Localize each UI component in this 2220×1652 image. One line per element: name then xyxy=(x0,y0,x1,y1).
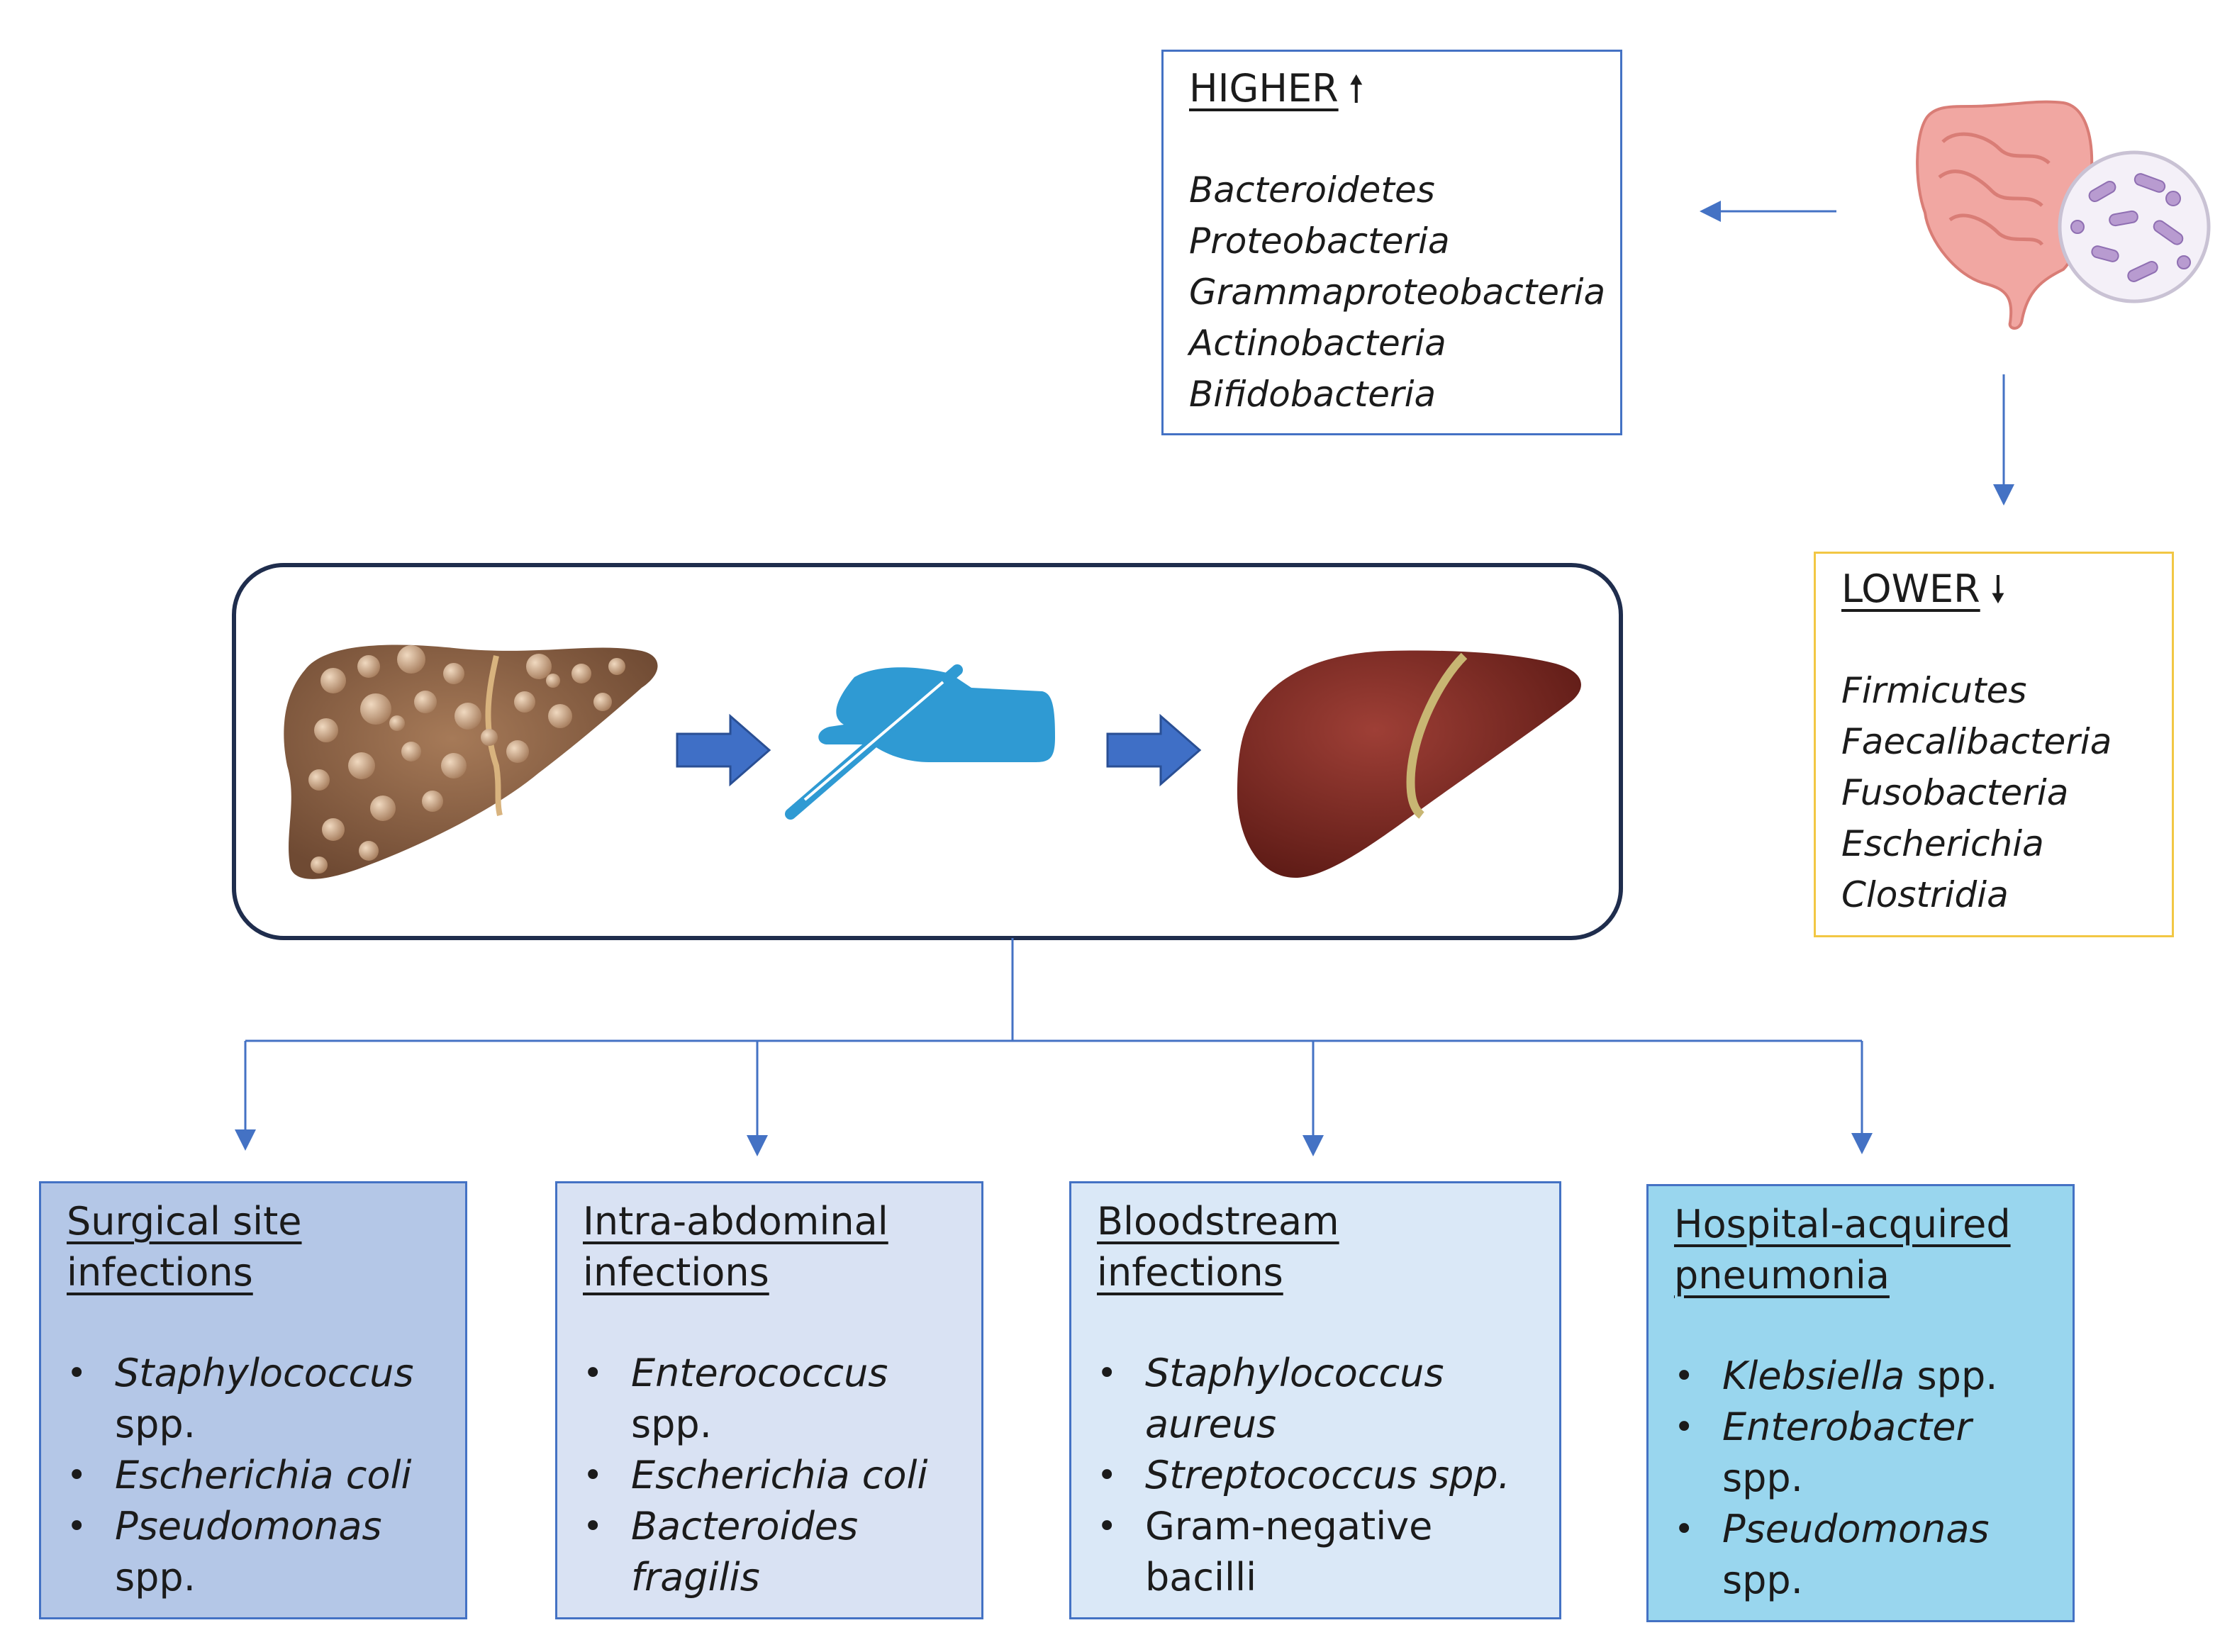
higher-heading: HIGHER🠕 xyxy=(1189,63,1620,115)
higher-taxon: Grammaproteobacteria xyxy=(1189,272,1606,313)
process-arrow-2 xyxy=(1106,713,1202,787)
gut-microbiome-icon xyxy=(1916,100,2211,330)
pathogen-item: Staphylococcus spp. xyxy=(67,1348,451,1450)
pathogen-item: Pseudomonas spp. xyxy=(1674,1504,2058,1606)
higher-taxon: Actinobacteria xyxy=(1189,323,1446,364)
pathogen-item: Pseudomonas spp. xyxy=(67,1501,451,1603)
higher-taxon: Proteobacteria xyxy=(1189,221,1450,262)
lower-taxa-list: Firmicutes Faecalibacteria Fusobacteria … xyxy=(1841,665,2172,920)
pathogen-item: Staphylococcus aureus xyxy=(1097,1348,1545,1450)
lower-taxon: Clostridia xyxy=(1841,874,2009,915)
higher-box: HIGHER🠕 Bacteroidetes Proteobacteria Gra… xyxy=(1161,50,1622,435)
pathogen-item: Enterobacter spp. xyxy=(1674,1402,2058,1504)
lower-taxon: Escherichia xyxy=(1841,823,2044,864)
pathogen-item: Escherichia coli xyxy=(67,1450,451,1501)
pathogen-item: Gram-negative bacilli xyxy=(1097,1501,1545,1603)
lower-box: LOWER🠗 Firmicutes Faecalibacteria Fusoba… xyxy=(1814,552,2174,937)
arrow-down-icon: 🠗 xyxy=(1990,569,2007,611)
surgery-hand-scalpel-icon xyxy=(785,664,1055,820)
lower-taxon: Faecalibacteria xyxy=(1841,721,2112,762)
process-arrow-1 xyxy=(676,713,771,787)
cirrhotic-liver-icon xyxy=(284,644,658,879)
pathogen-list: Staphylococcus aureus Streptococcus spp.… xyxy=(1097,1348,1545,1603)
pathogen-list: Staphylococcus spp. Escherichia coli Pse… xyxy=(67,1348,451,1603)
higher-taxa-list: Bacteroidetes Proteobacteria Grammaprote… xyxy=(1189,164,1620,420)
lower-heading: LOWER🠗 xyxy=(1841,564,2172,615)
tree-connectors xyxy=(245,938,1862,1042)
pathogen-item: Escherichia coli xyxy=(583,1450,967,1501)
pathogen-list: Klebsiella spp. Enterobacter spp. Pseudo… xyxy=(1674,1351,2058,1606)
pathogen-item: Enterococcus spp. xyxy=(583,1348,967,1450)
pathogen-list: Enterococcus spp. Escherichia coli Bacte… xyxy=(583,1348,967,1603)
healthy-liver-icon xyxy=(1237,650,1581,878)
arrow-up-icon: 🠕 xyxy=(1348,68,1364,111)
higher-taxon: Bacteroidetes xyxy=(1189,169,1435,211)
pathogen-item: Streptococcus spp. xyxy=(1097,1450,1545,1501)
pathogen-item: Klebsiella spp. xyxy=(1674,1351,2058,1402)
higher-taxon: Bifidobacteria xyxy=(1189,374,1437,415)
lower-taxon: Fusobacteria xyxy=(1841,772,2069,813)
pathogen-item: Bacteroides fragilis xyxy=(583,1501,967,1603)
lower-taxon: Firmicutes xyxy=(1841,670,2027,711)
